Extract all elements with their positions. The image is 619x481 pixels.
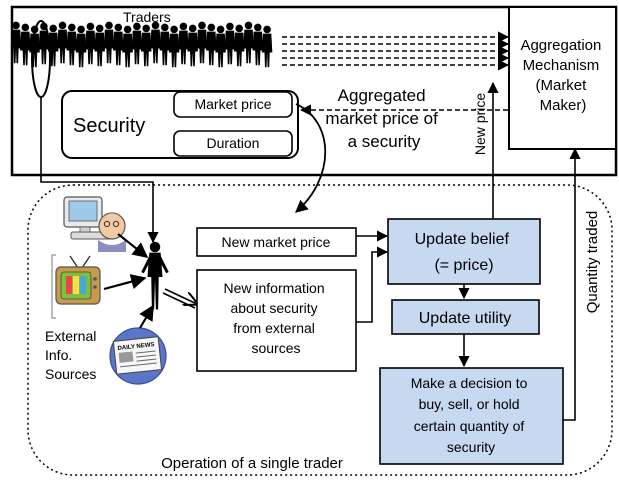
trader-order-arrows [282,31,510,71]
update-belief-box [387,218,541,285]
update-utility-box [391,299,540,335]
traders-label: Traders [123,9,171,25]
market-price-label: Market price [194,96,271,112]
tv-to-trader-arrow [103,274,147,291]
new-market-price-label: New market price [222,234,331,250]
operation-caption: Operation of a single trader [161,455,343,472]
single-trader-icon [141,241,169,310]
duration-box [173,130,293,157]
market-price-box [173,91,293,118]
computer-user-icon [63,196,126,252]
decision-box [379,367,564,465]
security-title: Security [73,115,145,137]
decision-label: Make a decision to buy, sell, or hold ce… [411,375,532,455]
newspaper-to-trader-arrow [139,304,154,329]
quantity-traded-label: Quantity traded [584,211,601,314]
computer-to-trader-arrow [117,233,149,258]
trader-selection-line [40,97,159,244]
svg-text:DAILY NEWS: DAILY NEWS [117,342,154,352]
market-price-curve-arrow [295,103,326,213]
aggregated-price-label: Aggregated market price of a security [325,86,442,151]
update-utility-label: Update utility [419,310,512,327]
new-information-box [196,269,357,372]
newspaper-icon: DAILY NEWS [109,327,167,385]
operation-boundary [27,184,613,476]
aggregation-mechanism-box [508,6,617,150]
duration-label: Duration [207,135,260,151]
new-information-label: New information about security from exte… [223,280,328,356]
aggregation-mechanism-label: Aggregation Mechanism (Market Maker) [520,37,605,114]
info-to-belief-arrow [356,246,389,323]
quantity-traded-arrow [563,147,581,421]
trader-to-info-arrow-line [162,292,196,309]
tv-icon [55,255,101,305]
trader-to-info-arrow [164,288,197,304]
external-sources-label: External Info. Sources [45,328,100,382]
external-sources-bracket [51,254,56,319]
update-belief-label: Update belief (= price) [415,231,514,274]
new-market-price-box [196,227,357,257]
new-price-label: New price [472,93,488,155]
